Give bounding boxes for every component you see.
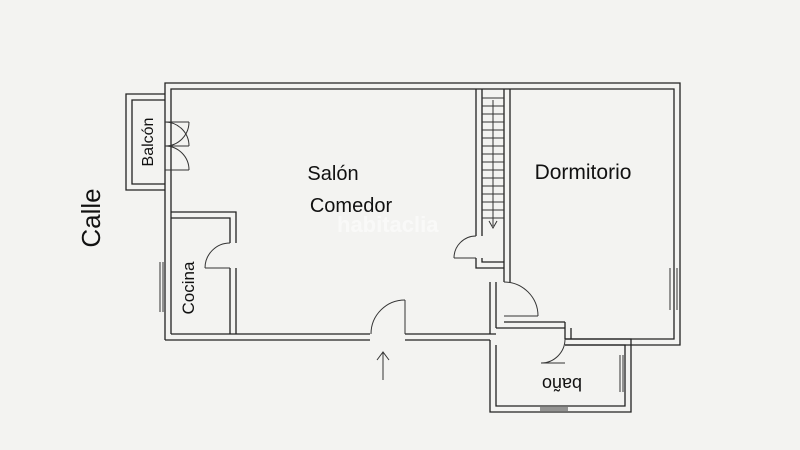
staircase <box>453 89 565 334</box>
kitchen-label: Cocina <box>179 261 198 314</box>
watermark-text: habitaclia <box>337 212 439 237</box>
balcony-label: Balcón <box>140 118 157 167</box>
outer-walls <box>164 82 681 346</box>
bedroom-window <box>669 268 678 310</box>
entrance <box>370 299 406 380</box>
dining-room-label: Comedor <box>310 195 393 217</box>
kitchen-area <box>159 211 237 334</box>
bathroom-area <box>489 322 632 413</box>
bathroom-label: baño <box>542 374 582 394</box>
balcony-area <box>125 93 190 191</box>
bedroom-label: Dormitorio <box>535 161 632 184</box>
living-room-label: Salón <box>307 163 358 185</box>
street-label: Calle <box>76 188 106 247</box>
